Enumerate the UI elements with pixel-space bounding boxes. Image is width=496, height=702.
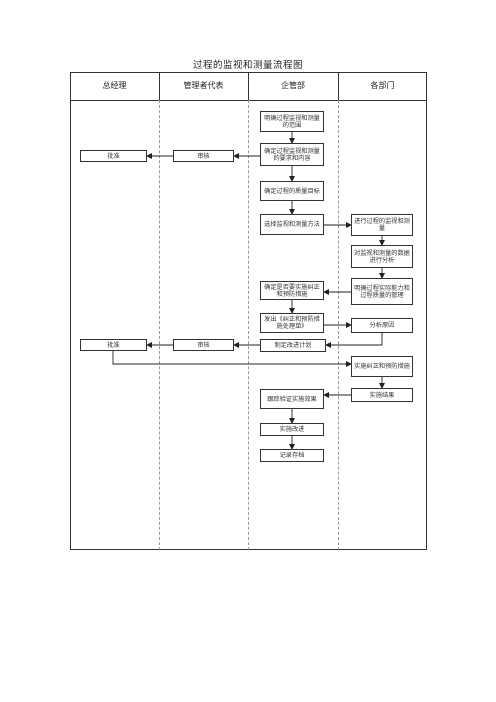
column-header-all-departments: 各部门 <box>370 81 395 90</box>
column-header-management-representative: 管理者代表 <box>183 81 224 90</box>
box-implement-corrective-action: 实施纠正和预防措施 <box>351 356 413 377</box>
box-archive-records: 记录存档 <box>260 449 324 462</box>
box-review-2: 审核 <box>173 339 234 351</box>
page-title: 过程的监视和测量流程图 <box>192 60 303 71</box>
box-process-capability: 明确过程实际能力和过程质量的管理 <box>351 278 413 305</box>
box-implementation-result: 实施结果 <box>351 388 413 402</box>
column-header-enterprise-management-dept: 企管部 <box>281 81 305 90</box>
box-improvement-plan: 制定改进计划 <box>260 339 326 352</box>
column-header-general-manager: 总经理 <box>102 81 127 90</box>
box-analyze-data: 对监视和测量的数据进行分析 <box>351 245 413 268</box>
box-review-1: 审核 <box>173 150 234 162</box>
box-define-requirements: 确定过程监视和测量的要求和内容 <box>260 143 324 166</box>
box-define-monitoring-scope: 明确过程监视和测量的范围 <box>260 111 324 132</box>
header-separator <box>338 72 339 100</box>
lane-divider <box>159 100 160 550</box>
box-implement-improvement: 实施改进 <box>260 423 324 436</box>
box-select-methods: 选择监视和测量方法 <box>260 214 324 235</box>
arrow-b10-b11 <box>325 333 383 348</box>
box-analyze-cause: 分析原因 <box>351 318 413 333</box>
box-quality-objectives: 确定过程的质量目标 <box>260 181 324 201</box>
arrow-approve-b16 <box>112 350 352 367</box>
box-decide-corrective-action: 确定是否要实施纠正和预防措施 <box>260 281 324 300</box>
lane-divider <box>248 100 249 550</box>
header-separator <box>159 72 160 100</box>
box-approve-2: 批准 <box>80 339 147 351</box>
box-verify-effectiveness: 跟踪验证实施效果 <box>260 389 324 409</box>
box-perform-monitoring: 进行过程的监视和测量 <box>351 214 413 236</box>
box-approve-1: 批准 <box>80 150 147 162</box>
box-issue-action-form: 发出《纠正和预防措施处理单》 <box>260 313 324 333</box>
header-separator <box>248 72 249 100</box>
